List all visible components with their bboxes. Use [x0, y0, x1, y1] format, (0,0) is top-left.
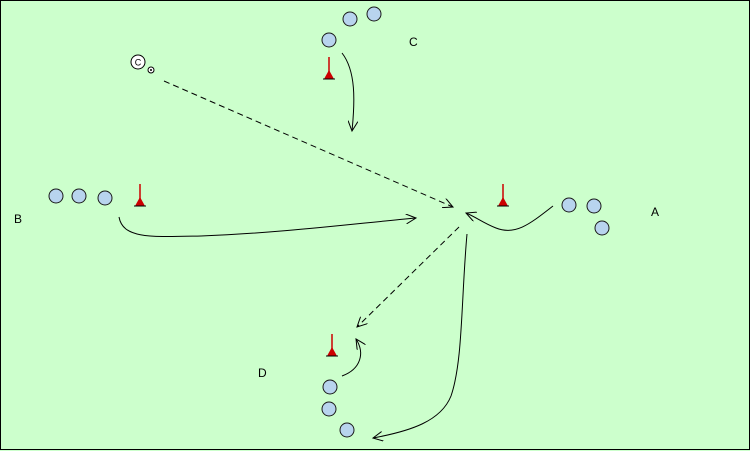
player-circle-icon [339, 422, 355, 438]
group-b-players [48, 188, 113, 206]
player-circle-icon [97, 190, 113, 206]
group-label-c: C [409, 35, 418, 49]
group-c-players [321, 6, 382, 48]
cone-icon [497, 184, 509, 207]
cone-icon [134, 184, 146, 207]
player-circle-icon [321, 32, 337, 48]
cone-icon [323, 57, 335, 80]
run-arrow-b-to-center [118, 217, 416, 238]
ball-icon [147, 66, 155, 74]
run-arrow-c-down [341, 52, 354, 131]
group-label-b: B [14, 212, 22, 226]
group-a-players [561, 197, 610, 236]
player-circle-icon [366, 6, 382, 22]
coach-icon: C [130, 54, 146, 70]
player-circle-icon [342, 11, 358, 27]
player-circle-icon [586, 198, 602, 214]
pass-arrow-coach-to-center [163, 80, 453, 207]
cone-icon [326, 334, 338, 357]
player-circle-icon [71, 188, 87, 204]
player-circle-icon [322, 379, 338, 395]
run-arrow-a-to-center [466, 205, 554, 231]
player-circle-icon [594, 220, 610, 236]
coach-letter: C [135, 58, 142, 68]
pass-arrow-center-to-d [357, 226, 460, 327]
player-circle-icon [48, 188, 64, 204]
group-label-d: D [258, 366, 267, 380]
player-circle-icon [321, 401, 337, 417]
player-circle-icon [561, 197, 577, 213]
run-arrow-center-to-bottom [373, 233, 468, 438]
group-d-players [321, 379, 355, 438]
group-label-a: A [651, 205, 659, 219]
run-arrow-d-curve [341, 339, 361, 377]
